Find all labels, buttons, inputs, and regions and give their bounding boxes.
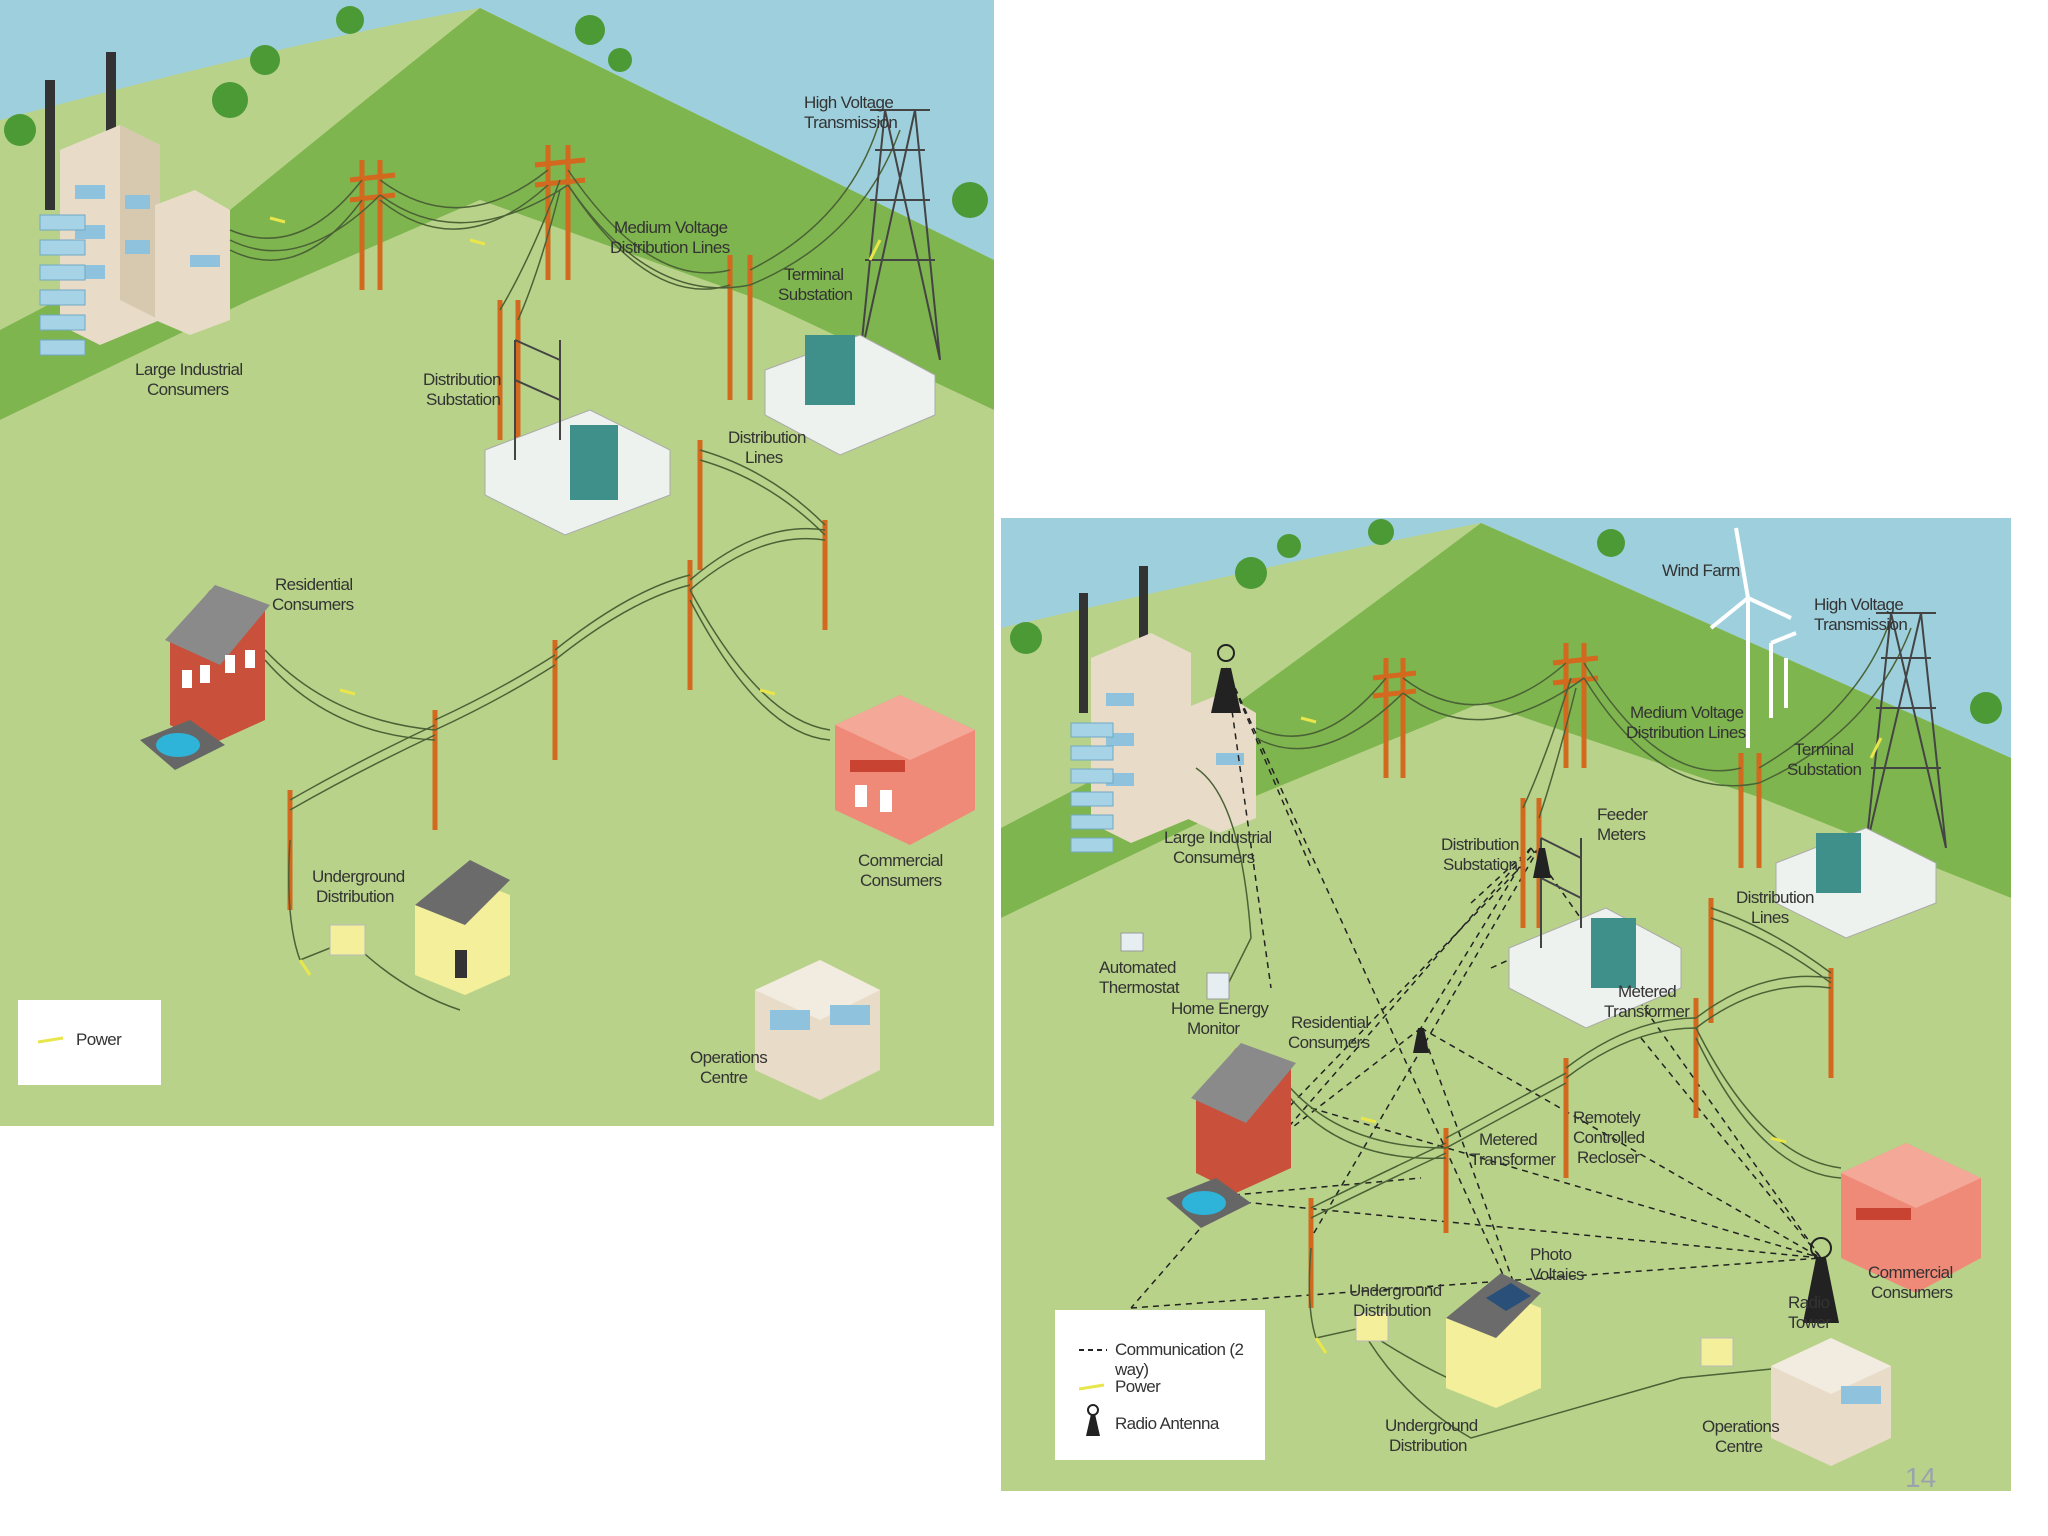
field [0, 200, 994, 1126]
supermarket-building [835, 695, 975, 845]
underground-box [329, 924, 366, 956]
distribution-substation [1508, 837, 1682, 1029]
hill [0, 8, 994, 420]
residential-house [140, 585, 270, 770]
wind-turbines [1709, 527, 1797, 748]
power-sparks [269, 216, 882, 976]
legend-left: Power [18, 1000, 161, 1085]
supermarket-building [1841, 1143, 1981, 1293]
legend-right: Communication (2 way) Power Radio Antenn… [1055, 1310, 1265, 1460]
label-wind-farm: Wind Farm [1662, 561, 1740, 580]
trees [1010, 519, 2002, 724]
yellow-house-photovoltaics [1446, 1273, 1541, 1408]
sky [1001, 518, 2011, 758]
operations-centre-building [1771, 1338, 1891, 1466]
legend-power-label: Power [1115, 1377, 1161, 1396]
page-number: 14 [1905, 1462, 1937, 1493]
terminal-substation [1775, 827, 1937, 939]
trees [4, 6, 988, 218]
radio-antenna-icon [1086, 1404, 1100, 1436]
sky [0, 0, 994, 260]
power-lines [229, 119, 901, 1011]
large-industrial-building [1070, 566, 1256, 853]
legend-radio-antenna-label: Radio Antenna [1115, 1414, 1219, 1433]
transmission-tower [859, 109, 941, 361]
distribution-substation [484, 339, 671, 536]
residential-house [1166, 1043, 1296, 1228]
transmission-tower [1865, 612, 1947, 849]
operations-centre-building [755, 960, 880, 1100]
underground-box-2 [1700, 1337, 1734, 1367]
yellow-house [415, 860, 510, 995]
radio-antennas [1193, 644, 1839, 1323]
power-sparks [1300, 716, 1883, 1354]
thermostat-device [1120, 932, 1144, 952]
legend-power-label: Power [76, 1030, 122, 1049]
power-lines [1195, 617, 1912, 1439]
terminal-substation [764, 334, 936, 456]
home-energy-monitor-device [1206, 972, 1230, 1000]
hill [1001, 523, 2011, 918]
power-legend-icon [1079, 1383, 1105, 1391]
legend-communication-label: Communication (2 way) [1115, 1340, 1244, 1379]
field [1001, 703, 2011, 1491]
underground-box-1 [1355, 1312, 1389, 1342]
large-industrial-building [39, 52, 230, 356]
power-legend-icon [38, 1036, 64, 1044]
communication-legend-icon [1079, 1349, 1107, 1351]
